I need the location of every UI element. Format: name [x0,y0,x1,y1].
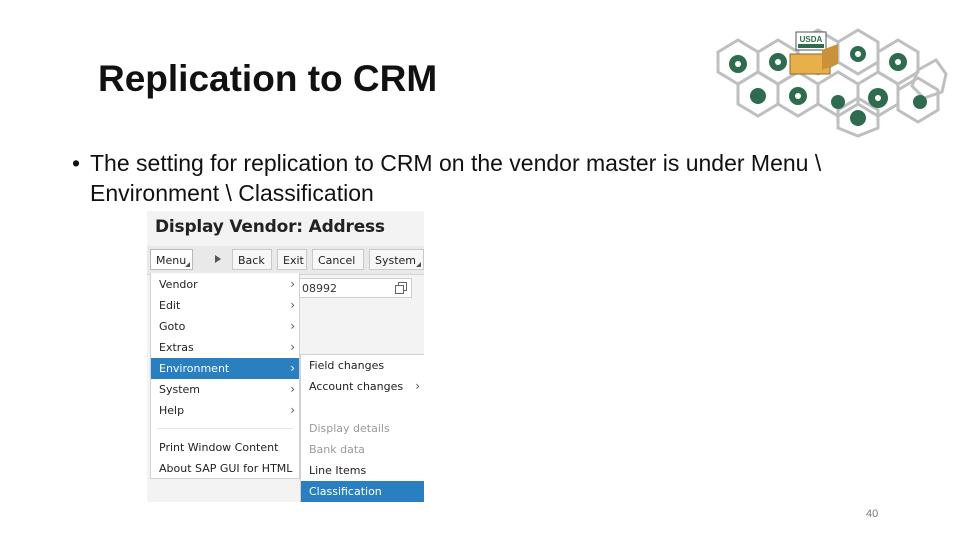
menu-item-edit[interactable]: Edit › [151,295,299,316]
menu-button[interactable]: Menu [150,249,193,270]
system-button-label: System [375,254,417,267]
page-number: 40 [866,508,879,520]
menu-item-label: Goto [159,320,186,333]
menu-item-label: Vendor [159,278,198,291]
vendor-number-value: 08992 [302,282,337,295]
sap-toolbar: Menu Back Exit Cancel System [147,246,424,275]
menu-item-label: Extras [159,341,194,354]
menu-button-label: Menu [156,254,187,267]
menu-item-help[interactable]: Help › [151,400,299,421]
menu-item-label: Edit [159,299,181,312]
main-menu-dropdown: Vendor › Edit › Goto › Extras › Environment ›… [150,273,300,479]
menu-item-print-window-content[interactable]: Print Window Content [159,441,279,454]
bullet-point: • The setting for replication to CRM on … [72,148,852,208]
bullet-text: The setting for replication to CRM on th… [90,150,822,206]
back-button[interactable]: Back [232,249,272,270]
copy-icon[interactable] [395,282,407,294]
logo-text: USDA [800,35,823,44]
menu-item-system[interactable]: System › [151,379,299,400]
environment-submenu: Field changes Account changes › Display d… [300,354,424,502]
submenu-item-account-changes[interactable]: Account changes › [301,376,424,397]
chevron-right-icon: › [290,298,295,312]
menu-separator [157,428,293,429]
dropdown-triangle-icon [185,262,190,267]
exit-button[interactable]: Exit [277,249,307,270]
submenu-item-label: Account changes [309,380,404,393]
sap-screen-title: Display Vendor: Address [155,217,385,237]
submenu-item-bank-data: Bank data [309,443,365,456]
menu-item-goto[interactable]: Goto › [151,316,299,337]
submenu-item-field-changes[interactable]: Field changes [309,359,385,372]
chevron-right-icon: › [415,379,420,393]
slide-title: Replication to CRM [98,58,438,99]
menu-item-vendor[interactable]: Vendor › [151,274,299,295]
vendor-number-field[interactable]: 08992 [297,278,412,298]
menu-item-extras[interactable]: Extras › [151,337,299,358]
chevron-right-icon: › [290,361,295,375]
play-arrow-icon[interactable] [215,255,221,263]
submenu-item-classification[interactable]: Classification [301,481,424,502]
chevron-right-icon: › [290,277,295,291]
submenu-item-display-details: Display details [309,422,390,435]
menu-item-environment[interactable]: Environment › [151,358,299,379]
menu-item-label: Help [159,404,185,417]
submenu-item-line-items[interactable]: Line Items [309,464,367,477]
chevron-right-icon: › [290,340,295,354]
cancel-button[interactable]: Cancel [312,249,364,270]
usda-hexagon-logo: USDA [716,28,948,138]
bullet-dot: • [72,150,81,176]
menu-item-label: System [159,383,201,396]
dropdown-triangle-icon [416,262,421,267]
sap-screenshot: Display Vendor: Address Menu Back Exit C… [147,211,424,502]
system-button[interactable]: System [369,249,424,270]
chevron-right-icon: › [290,319,295,333]
menu-item-label: Environment [159,362,230,375]
chevron-right-icon: › [290,403,295,417]
menu-item-about-sap-gui[interactable]: About SAP GUI for HTML [159,462,293,475]
chevron-right-icon: › [290,382,295,396]
